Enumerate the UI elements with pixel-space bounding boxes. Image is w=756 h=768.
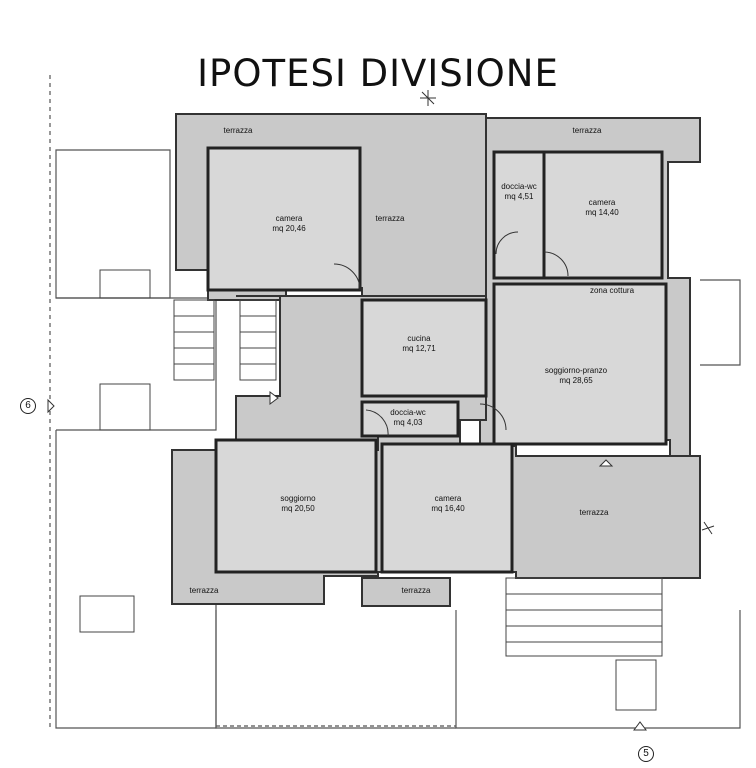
interior-walls <box>206 146 668 574</box>
room-label: terrazza <box>572 126 602 135</box>
staircases <box>79 269 663 711</box>
entry-arrows <box>47 391 647 731</box>
door-swings <box>333 231 569 437</box>
room-label: zona cottura <box>589 286 635 295</box>
room-label: terrazza <box>401 586 431 595</box>
plan-title: IPOTESI DIVISIONE <box>197 52 559 95</box>
room-label: terrazza <box>375 214 405 223</box>
room-label: terrazza <box>223 126 253 135</box>
north-arrow-icon <box>420 90 715 535</box>
section-marker-south: 5 <box>638 746 654 762</box>
room-label: terrazza <box>189 586 219 595</box>
room-label: terrazza <box>579 508 609 517</box>
section-marker-west: 6 <box>20 398 36 414</box>
